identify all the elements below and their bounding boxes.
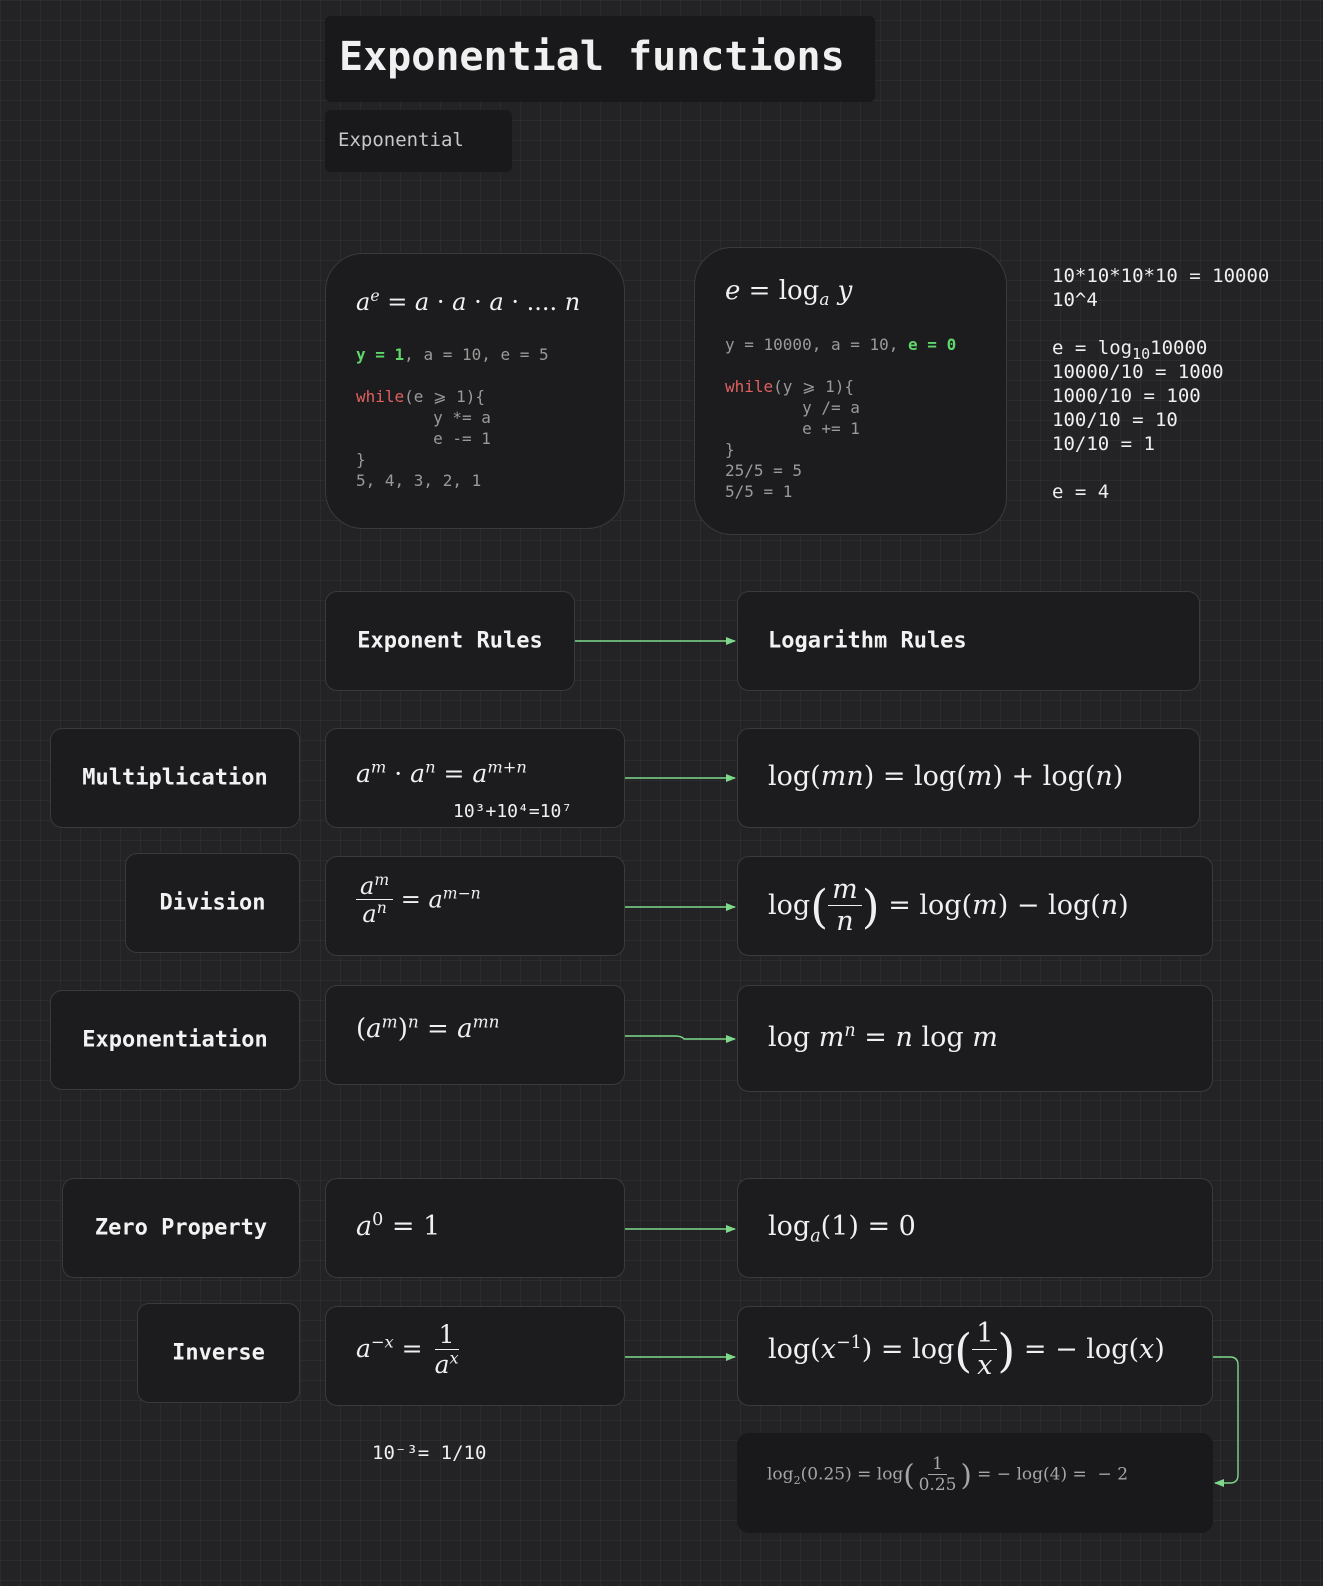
note-line: 10000 <box>1150 337 1208 359</box>
zero-property-log-rule: loga(1) = 0 <box>737 1178 1213 1278</box>
while-condition: (e ⩾ 1){ <box>404 387 486 406</box>
multiplication-log-rule: log(mn) = log(m) + log(n) <box>737 728 1200 828</box>
zero-property-exponent-formula: a0 = 1 <box>356 1210 441 1242</box>
while-keyword: while <box>356 387 405 406</box>
var-y-init: y = 1 <box>356 345 405 364</box>
division-example: 25/5 = 5 <box>725 461 803 480</box>
zero-property-log-formula: loga(1) = 0 <box>768 1211 916 1247</box>
arrow-exponentiation <box>625 1035 736 1043</box>
logarithm-rules-header: Logarithm Rules <box>737 591 1200 691</box>
exponentiation-log-rule: log mn = n log m <box>737 985 1213 1092</box>
zero-property-label: Zero Property <box>94 1215 268 1241</box>
division-label: Division <box>159 890 266 916</box>
loop-body-line: y /= a <box>725 398 860 417</box>
inverse-label: Inverse <box>172 1340 265 1366</box>
logarithm-definition-formula: e = loga y <box>725 276 853 310</box>
multiplication-exponent-rule: am · an = am+n 10³+10⁴=10⁷ <box>325 728 625 828</box>
note-line: 1000/10 = 100 <box>1052 385 1201 407</box>
logarithm-loop-card: e = loga y y = 10000, a = 10, e = 0 whil… <box>694 247 1007 535</box>
exponent-rules-header: Exponent Rules <box>325 591 575 691</box>
arrow-inverse-to-example <box>1213 1356 1239 1487</box>
division-example: 5/5 = 1 <box>725 482 793 501</box>
note-line: 10000/10 = 1000 <box>1052 361 1224 383</box>
exponentiation-label: Exponentiation <box>82 1027 268 1053</box>
exponentiation-log-formula: log mn = n log m <box>768 1021 998 1053</box>
loop-sequence: 5, 4, 3, 2, 1 <box>356 471 482 490</box>
loop-close: } <box>725 440 735 459</box>
exponentiation-exponent-formula: (am)n = amn <box>356 1011 500 1044</box>
note-line: 100/10 = 10 <box>1052 409 1178 431</box>
zero-property-exponent-rule: a0 = 1 <box>325 1178 625 1278</box>
loop-close: } <box>356 450 366 469</box>
note-subscript: 10 <box>1132 344 1151 363</box>
title-box: Exponential functions <box>325 16 875 102</box>
log-calculation-note: 10*10*10*10 = 10000 10^4 e = log1010000 … <box>1052 264 1269 504</box>
multiplication-example: 10³+10⁴=10⁷ <box>453 801 573 822</box>
exponentiation-exponent-rule: (am)n = amn <box>325 985 625 1085</box>
division-label-box: Division <box>125 853 300 953</box>
exponent-loop-card: ae = a · a · a · .... n y = 1, a = 10, e… <box>325 253 625 529</box>
logarithm-loop-code: y = 10000, a = 10, e = 0 while(y ⩾ 1){ y… <box>725 334 956 502</box>
while-condition: (y ⩾ 1){ <box>773 377 855 396</box>
exponent-loop-code: y = 1, a = 10, e = 5 while(e ⩾ 1){ y *= … <box>356 344 549 491</box>
inverse-example: 10⁻³= 1/10 <box>372 1442 487 1464</box>
var-rest-init: , a = 10, e = 5 <box>404 345 549 364</box>
loop-body-line: e += 1 <box>725 419 860 438</box>
exponentiation-label-box: Exponentiation <box>50 990 300 1090</box>
loop-body-line: e -= 1 <box>356 429 491 448</box>
note-line: 10*10*10*10 = 10000 <box>1052 265 1270 287</box>
page-subtitle: Exponential <box>338 129 464 151</box>
note-line: 10/10 = 1 <box>1052 433 1155 455</box>
note-line: e = 4 <box>1052 481 1110 503</box>
subtitle-box: Exponential <box>325 110 512 172</box>
while-keyword: while <box>725 377 774 396</box>
note-line: e = log <box>1052 337 1133 359</box>
var-e-init: e = 0 <box>908 335 957 354</box>
var-init: y = 10000, a = 10, <box>725 335 909 354</box>
multiplication-label-box: Multiplication <box>50 728 300 828</box>
multiplication-exponent-formula: am · an = am+n <box>356 757 527 788</box>
multiplication-log-formula: log(mn) = log(m) + log(n) <box>768 761 1124 792</box>
exponent-rules-label: Exponent Rules <box>357 628 543 654</box>
page-title: Exponential functions <box>339 34 845 80</box>
inverse-label-box: Inverse <box>137 1303 300 1403</box>
logarithm-rules-label: Logarithm Rules <box>768 628 967 654</box>
multiplication-label: Multiplication <box>82 765 268 791</box>
loop-body-line: y *= a <box>356 408 491 427</box>
note-line: 10^4 <box>1052 289 1098 311</box>
exponent-definition-formula: ae = a · a · a · .... n <box>356 287 581 316</box>
zero-property-label-box: Zero Property <box>62 1178 300 1278</box>
